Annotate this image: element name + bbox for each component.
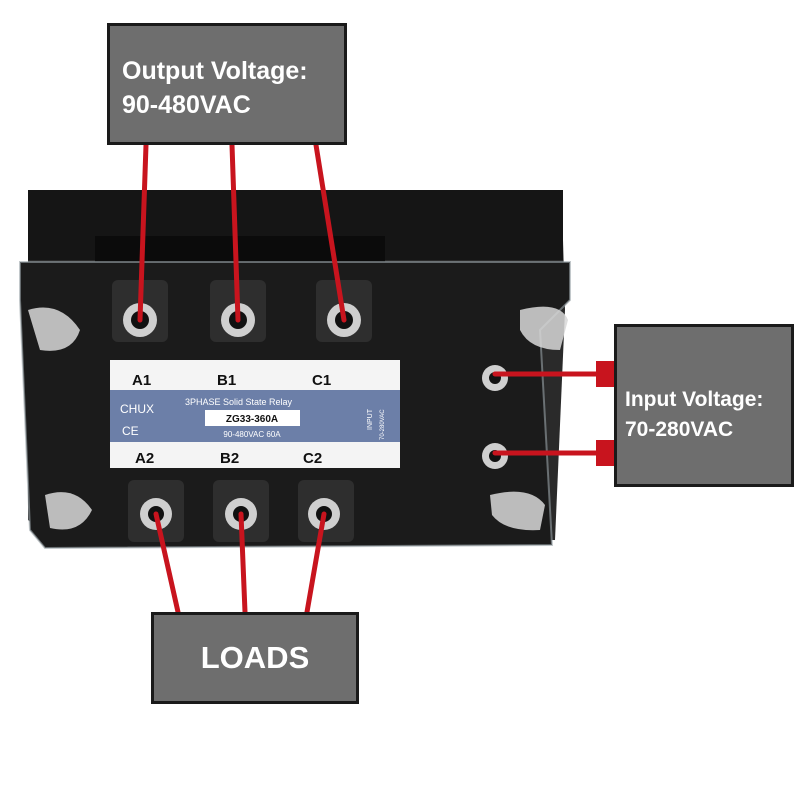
- relay-nameplate: A1 B1 C1 CHUX CE 3PHASE Solid State Rela…: [110, 360, 400, 468]
- wire-load-b2: [238, 511, 248, 615]
- input-connector-negative: [596, 440, 614, 466]
- input-voltage-range: 70-280VAC: [625, 418, 734, 441]
- wire-load-c2: [304, 511, 327, 615]
- model-number: ZG33-360A: [226, 414, 278, 425]
- terminal-label-c1: C1: [312, 372, 331, 389]
- terminal-label-a1: A1: [132, 372, 151, 389]
- output-voltage-label: Output Voltage:: [122, 57, 308, 85]
- input-side-range: 70-280VAC: [380, 409, 386, 440]
- loads-label: LOADS: [200, 640, 310, 675]
- rating-line: 90-480VAC 60A: [223, 430, 281, 439]
- wire-output-b1: [229, 142, 241, 323]
- wire-load-a2: [153, 511, 181, 615]
- terminal-label-b1: B1: [217, 372, 236, 389]
- output-voltage-callout: Output Voltage: 90-480VAC: [107, 23, 347, 145]
- terminal-screw-c2: [298, 480, 354, 542]
- input-voltage-callout: Input Voltage: 70-280VAC: [614, 324, 794, 487]
- wire-output-a1: [137, 142, 149, 323]
- input-voltage-label: Input Voltage:: [625, 388, 764, 411]
- loads-callout: LOADS: [151, 612, 359, 704]
- brand-label: CHUX: [120, 402, 154, 416]
- input-terminal-negative: [482, 443, 508, 469]
- input-connector-positive: [596, 361, 614, 387]
- ce-mark: CE: [122, 424, 139, 438]
- input-side-label: INPUT: [367, 408, 374, 430]
- terminal-label-b2: B2: [220, 450, 239, 467]
- terminal-label-c2: C2: [303, 450, 322, 467]
- terminal-screw-a2: [128, 480, 184, 542]
- terminal-label-a2: A2: [135, 450, 154, 467]
- wire-output-c1: [313, 142, 347, 323]
- mount-ear-top-left: [28, 307, 80, 351]
- mount-ear-top-right: [520, 306, 568, 350]
- input-terminal-positive: [482, 365, 508, 391]
- mount-ear-bottom-right: [490, 491, 545, 531]
- relay-type-line: 3PHASE Solid State Relay: [185, 397, 293, 407]
- output-voltage-range: 90-480VAC: [122, 91, 251, 119]
- mount-ear-bottom-left: [45, 492, 92, 530]
